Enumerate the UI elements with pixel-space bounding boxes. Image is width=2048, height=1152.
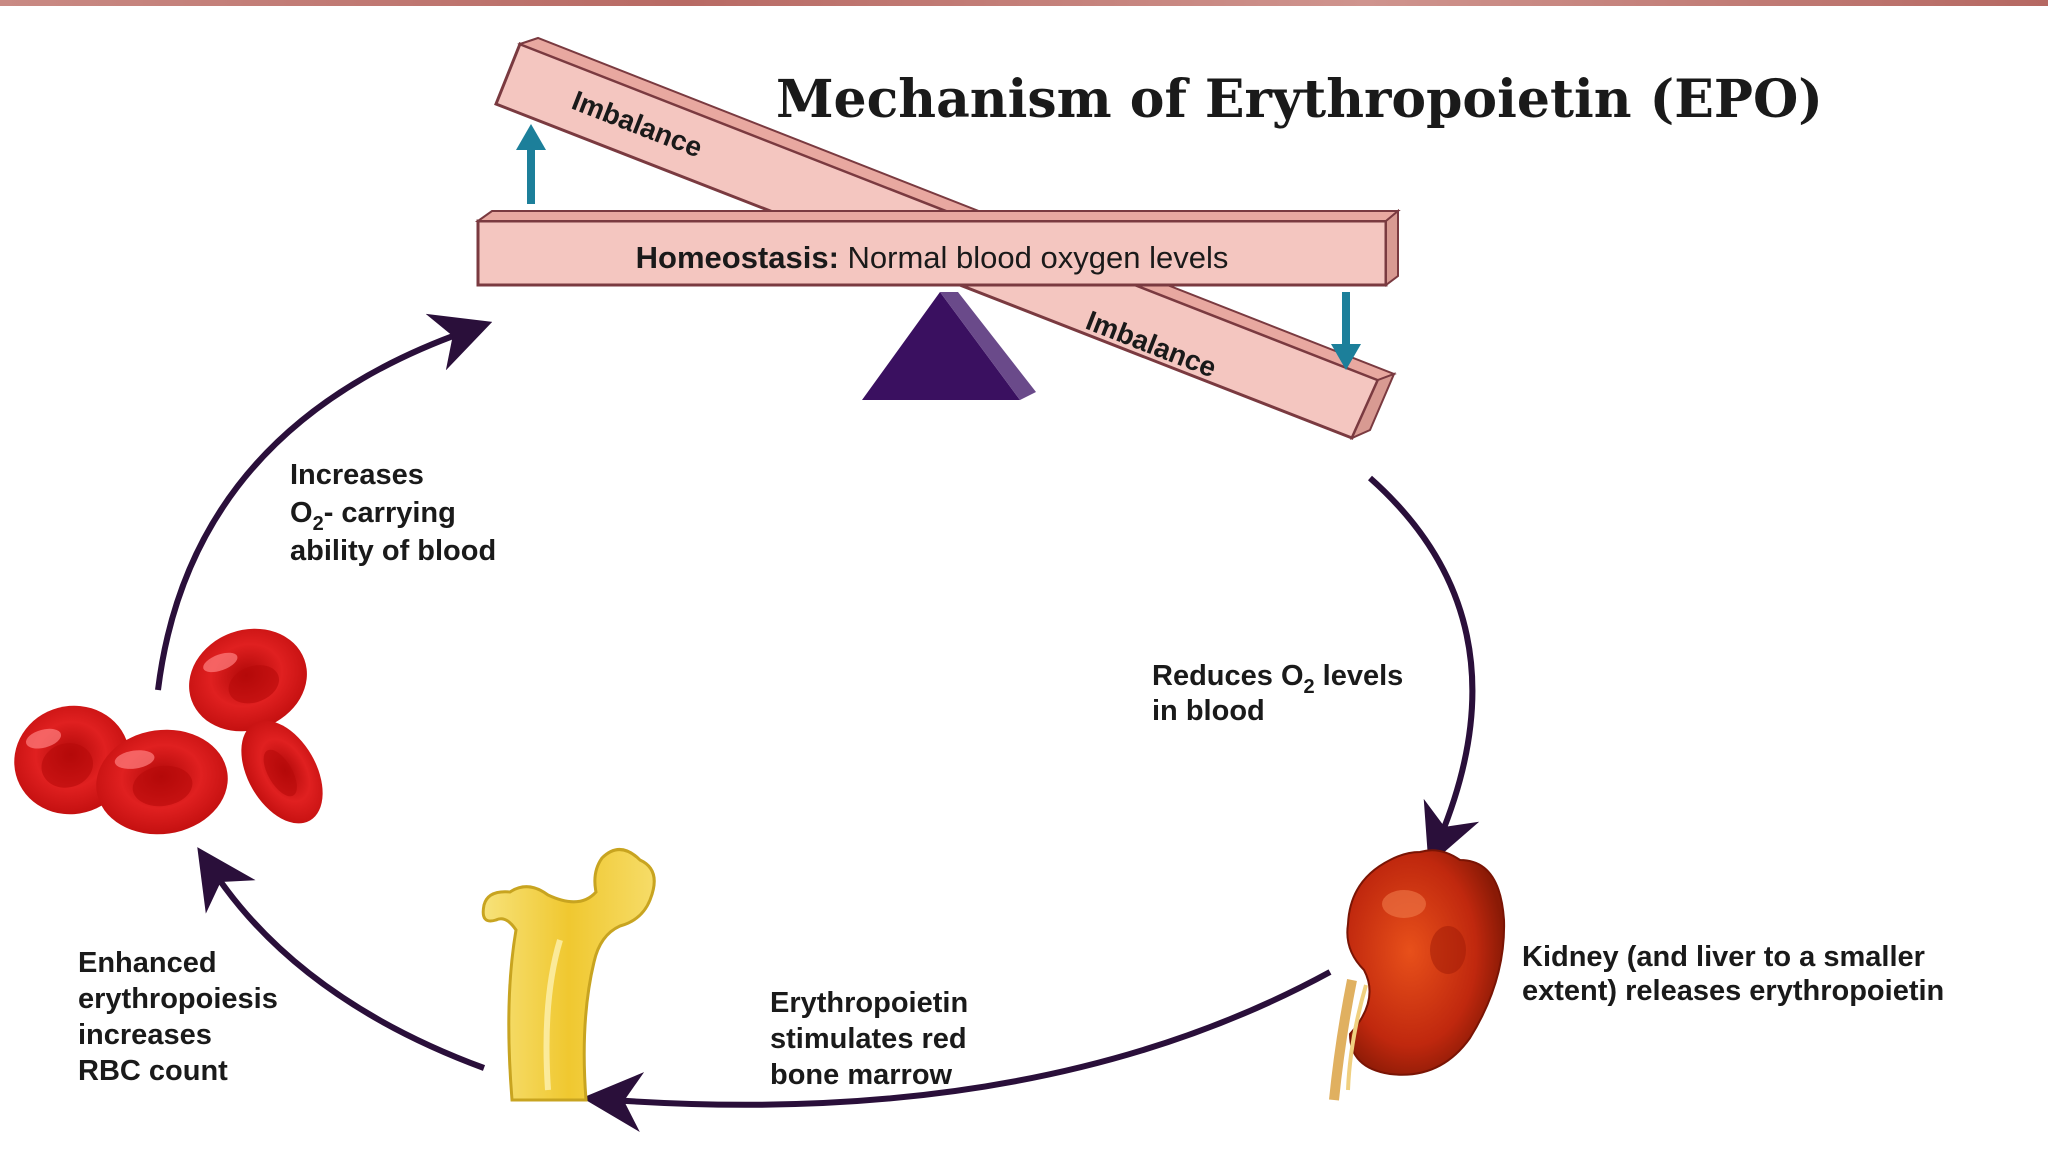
homeostasis-beam: Homeostasis: Normal blood oxygen levels (474, 208, 1401, 287)
enhanced-line3: increases (78, 1019, 212, 1051)
homeostasis-label: Homeostasis: Normal blood oxygen levels (636, 240, 1229, 275)
reduces-line1-sub: 2 (1304, 676, 1315, 698)
homeostasis-label-bold: Homeostasis: (636, 240, 839, 275)
increases-line2b: - carrying (324, 497, 456, 529)
red-blood-cells-icon (14, 628, 323, 835)
increases-line1: Increases (290, 459, 424, 491)
increases-line2a: O (290, 497, 313, 529)
stimulates-line3: bone marrow (770, 1059, 953, 1091)
enhanced-line2: erythropoiesis (78, 983, 278, 1015)
top-border (0, 0, 2048, 6)
arrow-to-bone (582, 969, 1332, 1133)
reduces-line1b: levels (1315, 660, 1404, 692)
kidney-icon (1329, 849, 1506, 1101)
stimulates-line2: stimulates red (770, 1023, 967, 1055)
enhanced-line4: RBC count (78, 1055, 228, 1087)
bone-marrow-icon (481, 848, 656, 1102)
up-arrow-icon (516, 124, 546, 204)
reduces-line1a: Reduces O (1152, 660, 1304, 692)
down-arrow-icon (1331, 292, 1361, 370)
increases-line2-sub: 2 (313, 513, 324, 535)
enhanced-line1: Enhanced (78, 947, 217, 979)
fulcrum (862, 292, 1036, 400)
reduces-line2: in blood (1152, 695, 1265, 727)
kidney-line2: extent) releases erythropoietin (1522, 975, 1944, 1007)
diagram-title: Mechanism of Erythropoietin (EPO) (776, 69, 1823, 130)
arrow-to-rbc (197, 847, 486, 1071)
enhanced-label: Enhanced erythropoiesis increases RBC co… (78, 947, 286, 1087)
stimulates-label: Erythropoietin stimulates red bone marro… (770, 987, 976, 1091)
kidney-label: Kidney (and liver to a smaller extent) r… (1522, 941, 1944, 1007)
increases-label: Increases O2- carrying ability of blood (290, 459, 496, 567)
arrow-to-balance (155, 313, 493, 691)
reduces-o2-label: Reduces O2 levels in blood (1152, 660, 1411, 727)
arrow-to-kidney (1368, 475, 1480, 866)
stimulates-line1: Erythropoietin (770, 987, 968, 1019)
homeostasis-label-rest: Normal blood oxygen levels (839, 240, 1228, 275)
kidney-line1: Kidney (and liver to a smaller (1522, 941, 1925, 973)
increases-line3: ability of blood (290, 535, 496, 567)
